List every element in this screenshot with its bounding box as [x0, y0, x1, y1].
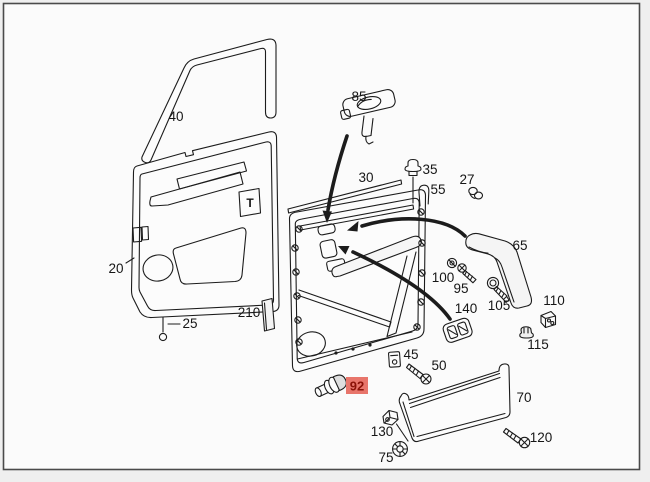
t-marking: T: [246, 196, 254, 210]
pull-handle-recess: [317, 223, 336, 236]
pad-210: [261, 297, 276, 332]
door-pocket-outline: [172, 227, 247, 285]
clip-130: [382, 409, 409, 442]
armrest-strip: [149, 171, 244, 207]
main-speaker-opening: [296, 331, 326, 357]
bracket-110: [540, 310, 557, 329]
part-label-105[interactable]: 105: [488, 298, 511, 313]
part-label-75[interactable]: 75: [378, 450, 393, 465]
part-labels: 40 20 25 210 85 30 35 55 27 65 100 95 10…: [108, 89, 564, 465]
part-label-140[interactable]: 140: [455, 301, 478, 316]
t-marking-box: [238, 187, 262, 218]
main-trim-panel: [288, 184, 430, 373]
part-label-50[interactable]: 50: [431, 358, 446, 373]
part-label-55[interactable]: 55: [430, 182, 445, 197]
part-label-92-highlighted[interactable]: 92: [350, 379, 364, 394]
lower-pocket-70: [398, 363, 511, 443]
part-label-100[interactable]: 100: [432, 270, 455, 285]
part-label-20[interactable]: 20: [108, 261, 123, 276]
arrow-heads: [322, 210, 359, 255]
part-label-85[interactable]: 85: [351, 89, 366, 104]
arrow-85-to-recess: [326, 134, 349, 212]
screw-50: [405, 363, 432, 385]
clip-27: [468, 186, 484, 200]
bracket-45: [388, 351, 401, 368]
switch-bezel-140: [442, 317, 473, 343]
part-label-115[interactable]: 115: [527, 337, 549, 352]
part-label-40[interactable]: 40: [168, 109, 183, 124]
screw-bosses: [291, 208, 426, 346]
grommet-35: [404, 158, 422, 204]
part-label-27[interactable]: 27: [459, 172, 474, 187]
screw-105: [486, 276, 510, 304]
window-slot: [176, 161, 248, 190]
part-label-130[interactable]: 130: [371, 424, 394, 439]
highlight-badge[interactable]: [346, 377, 368, 394]
assembly-arrows: [326, 134, 467, 321]
screw-95: [457, 263, 477, 284]
speaker-opening: [142, 254, 174, 282]
screw-120: [502, 427, 531, 449]
part-label-65[interactable]: 65: [512, 238, 527, 253]
switch-cutout: [319, 239, 338, 259]
part-label-45[interactable]: 45: [403, 347, 418, 362]
part-label-70[interactable]: 70: [516, 390, 531, 405]
left-trim-panel: [125, 131, 280, 342]
screw-75: [392, 441, 408, 457]
armrest-65: [465, 232, 533, 309]
part-label-30[interactable]: 30: [358, 170, 373, 185]
washer-100: [446, 257, 458, 269]
arrow-140-to-cutout: [351, 250, 452, 321]
part-label-25[interactable]: 25: [182, 316, 197, 331]
trim-strip-30: [287, 179, 403, 214]
arrow-armrest-to-recess: [360, 217, 467, 238]
clip-92: [314, 374, 347, 398]
cap-115: [519, 326, 534, 339]
part-label-35[interactable]: 35: [422, 162, 437, 177]
part-label-210[interactable]: 210: [238, 305, 261, 320]
handle-bezel-85: [340, 89, 396, 145]
part-label-95[interactable]: 95: [453, 281, 468, 296]
part-label-110[interactable]: 110: [543, 293, 565, 308]
part-label-120[interactable]: 120: [530, 430, 553, 445]
